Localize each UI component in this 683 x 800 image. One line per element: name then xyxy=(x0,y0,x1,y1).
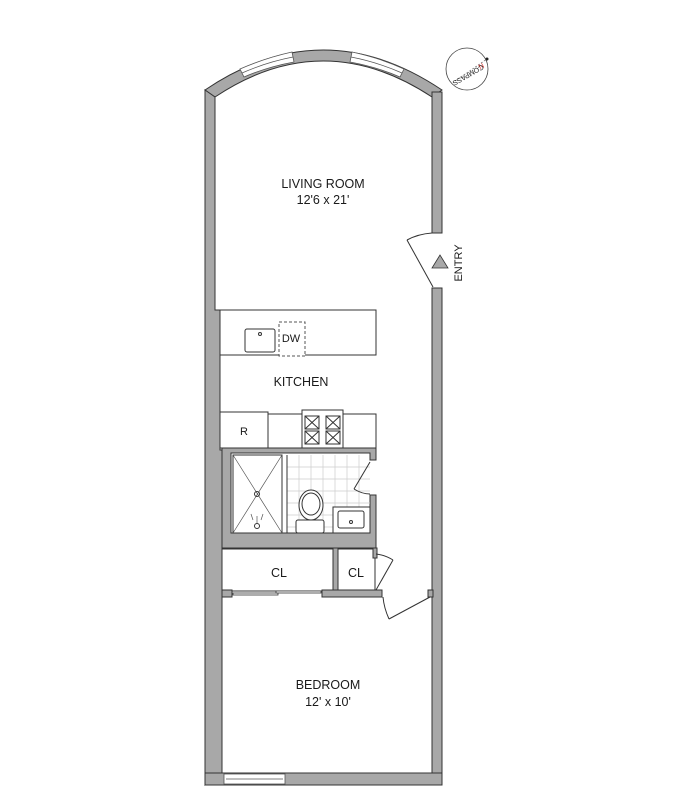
closet-1[interactable] xyxy=(221,548,334,592)
entry-label: ENTRY xyxy=(453,244,465,282)
living-room-label: LIVING ROOM xyxy=(281,177,364,191)
bedroom-wall-right-stub xyxy=(427,589,434,598)
dishwasher xyxy=(278,321,306,357)
refrigerator-label: R xyxy=(240,426,248,438)
toilet xyxy=(295,489,325,534)
compass-icon: N COMPASS xyxy=(445,47,489,91)
refrigerator xyxy=(219,411,269,449)
range-stove xyxy=(301,409,344,449)
closet-2-label: CL xyxy=(348,566,364,580)
kitchen-label: KITCHEN xyxy=(274,375,329,389)
closet-1-label: CL xyxy=(271,566,287,580)
window-arc-right xyxy=(349,51,405,78)
kitchen-sink xyxy=(244,328,276,353)
closet-2[interactable] xyxy=(337,548,376,592)
bathroom-vanity xyxy=(332,506,371,534)
bathroom-door[interactable] xyxy=(353,461,371,495)
bedroom-door[interactable] xyxy=(382,596,431,620)
closet-right-wall xyxy=(372,547,378,559)
window-arc-left xyxy=(239,51,295,78)
bedroom-size: 12' x 10' xyxy=(305,695,351,709)
left-wall xyxy=(204,89,223,786)
closet-2-door[interactable] xyxy=(375,553,394,591)
bedroom-wall-left-stub xyxy=(221,589,233,598)
right-wall-upper xyxy=(431,91,443,234)
bedroom-label: BEDROOM xyxy=(296,678,361,692)
entry-arrow-icon xyxy=(431,254,449,269)
entry-door[interactable] xyxy=(406,232,434,288)
right-wall-lower xyxy=(431,287,443,786)
top-arc-wall xyxy=(204,49,443,98)
living-room-size: 12'6 x 21' xyxy=(297,193,350,207)
bedroom-wall-mid xyxy=(321,589,383,598)
closet-divider-wall xyxy=(332,547,339,592)
sliding-closet-doors[interactable] xyxy=(232,590,322,596)
dishwasher-label: DW xyxy=(282,333,301,345)
compass-north: N xyxy=(477,61,485,70)
shower xyxy=(232,454,283,534)
